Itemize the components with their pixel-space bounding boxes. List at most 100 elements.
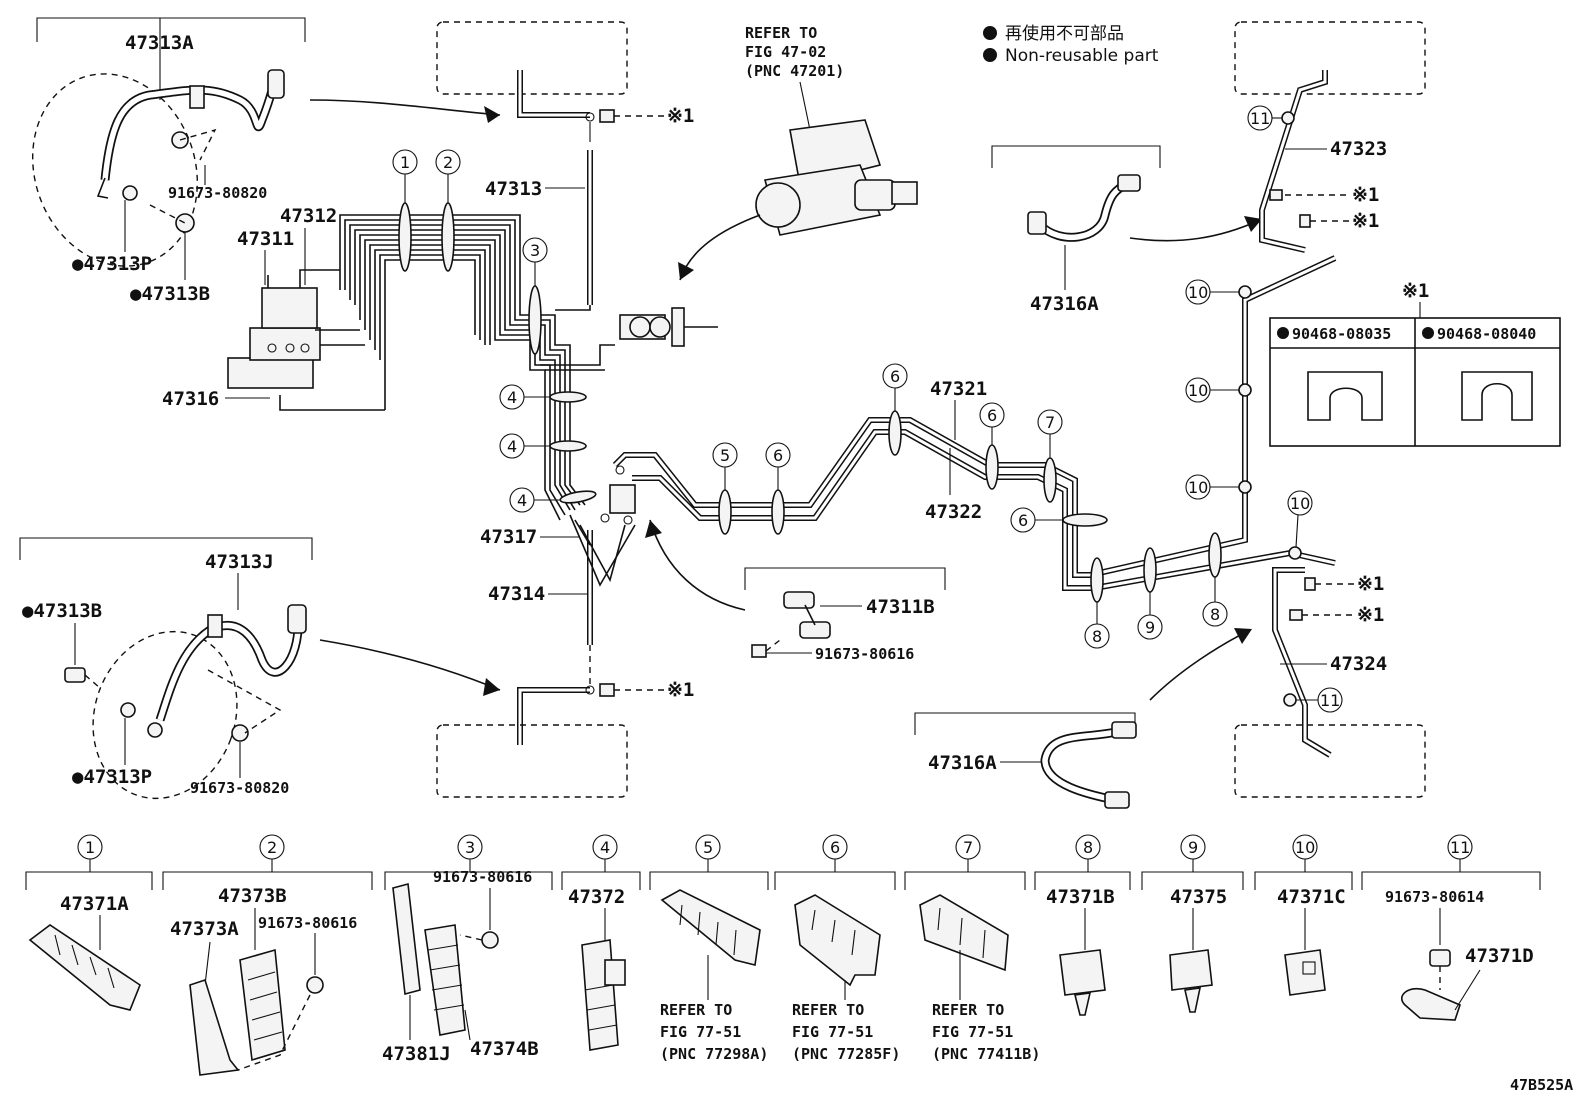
callout-8b-text: 8 — [1210, 605, 1220, 624]
clamp-47371A — [28, 924, 141, 1011]
bottom-header-7: 7 — [904, 834, 1026, 890]
label-47312: 47312 — [280, 205, 337, 227]
label-star1-d: ※1 — [1357, 573, 1384, 595]
pipe-47323: 11 47323 ※1 ※1 — [1247, 70, 1387, 253]
label-47313P-b: ●47313P — [72, 766, 152, 788]
bolt-91673-80616 — [751, 644, 767, 658]
box-front-top: ※1 — [436, 21, 694, 142]
callout-6b-text: 6 — [890, 367, 900, 386]
hose-fitting — [267, 69, 285, 99]
bp-7-num: 7 — [963, 838, 973, 857]
abs-actuator — [227, 287, 321, 389]
hose-47316A-b-end2 — [1104, 791, 1130, 809]
clamp-7 — [1043, 457, 1057, 503]
callout-6d-text: 6 — [1018, 511, 1028, 530]
box-rear-bottom — [1234, 724, 1426, 798]
clamp-8b — [1208, 532, 1222, 578]
clamp-6b — [888, 410, 902, 456]
valve-flange — [671, 307, 685, 347]
callout-5-text: 5 — [720, 446, 730, 465]
hose-eye-b — [147, 722, 163, 738]
refer-master-line1: REFER TO — [745, 24, 817, 42]
box-rear-top — [1234, 21, 1426, 95]
label-47313B-a: ●47313B — [130, 283, 210, 305]
label-47316A-b: 47316A — [928, 752, 997, 774]
label-47314: 47314 — [488, 583, 545, 605]
bp-5-num: 5 — [703, 838, 713, 857]
callout-4b-text: 4 — [507, 437, 517, 456]
bp-9-num: 9 — [1188, 838, 1198, 857]
bp-9-label: 47375 — [1170, 886, 1227, 908]
legend-star: ※1 — [1402, 280, 1429, 302]
callout-6a-text: 6 — [773, 446, 783, 465]
group-47313A: 47313A 91673-80820 ●47313P ●47313B — [31, 17, 306, 305]
clamp-77298A — [660, 889, 761, 966]
callout-9-text: 9 — [1145, 618, 1155, 637]
arrow-top-left — [309, 99, 501, 116]
hose-bracket-b — [207, 614, 223, 638]
bp-8-label: 47371B — [1046, 886, 1115, 908]
clamp-10d — [1288, 546, 1302, 560]
bolt-head-b — [231, 724, 249, 742]
clamp-6d — [1062, 513, 1108, 527]
pipe-47324: ※1 ※1 47324 11 — [1272, 567, 1387, 758]
bp-3-label-a: 91673-80616 — [433, 868, 532, 886]
callout-4c-text: 4 — [517, 491, 527, 510]
clip-pn-2: 90468-08040 — [1437, 325, 1536, 343]
label-47316: 47316 — [162, 388, 219, 410]
group-47313J: 47313J ●47313B ●47313P 91673-80820 — [19, 537, 313, 800]
label-47316A-a: 47316A — [1030, 293, 1099, 315]
clamp-4a — [549, 391, 587, 403]
clamp-3 — [528, 285, 542, 355]
bp-7-ref-1: REFER TO — [932, 1001, 1004, 1019]
label-star1-e: ※1 — [1357, 604, 1384, 626]
callout-4a-text: 4 — [507, 388, 517, 407]
label-47322: 47322 — [925, 501, 982, 523]
arrow-47316A-a — [1129, 219, 1261, 242]
arrow-mid-left — [319, 639, 501, 691]
clamp-47371D — [1401, 987, 1461, 1021]
bracket-47373A — [189, 978, 240, 1076]
label-47311: 47311 — [237, 228, 294, 250]
bottom-header-3: 3 — [384, 834, 553, 890]
label-47313: 47313 — [485, 178, 542, 200]
callout-8a-text: 8 — [1092, 627, 1102, 646]
proportioning-valve — [619, 307, 718, 347]
bolt-91673-80614 — [1429, 949, 1451, 967]
bp-4-label: 47372 — [568, 886, 625, 908]
clip-47375 — [1169, 949, 1213, 991]
box-front-bottom: ※1 — [436, 645, 694, 798]
clamp-47372 — [581, 939, 619, 1051]
bp-11-label-b: 47371D — [1465, 945, 1534, 967]
callout-6c-text: 6 — [987, 406, 997, 425]
hose-47316A-a-end1 — [1027, 211, 1047, 235]
label-47324: 47324 — [1330, 653, 1387, 675]
callouts-rear: 5 6 6 6 7 6 8 9 8 10 10 10 10 — [712, 279, 1313, 649]
clamps-rear — [718, 285, 1302, 603]
bp-2-label-b: 47373A — [170, 918, 239, 940]
bp-1-num: 1 — [85, 838, 95, 857]
label-star1-f: ※1 — [667, 679, 694, 701]
legend-line-2: Non-reusable part — [1005, 46, 1159, 66]
clip-icon-f — [599, 683, 615, 697]
bp-7-ref-3: (PNC 77411B) — [932, 1045, 1040, 1063]
bp-3-label-b: 47381J — [382, 1043, 451, 1065]
callout-7-text: 7 — [1045, 413, 1055, 432]
label-47317: 47317 — [480, 526, 537, 548]
bottom-header-5: 5 — [649, 834, 769, 890]
bp-3-num: 3 — [465, 838, 475, 857]
bolt-91673-80616-b — [306, 976, 324, 994]
hose-fitting-b — [287, 604, 307, 634]
label-star1-a: ※1 — [667, 105, 694, 127]
clip-icon-b — [1269, 189, 1283, 201]
bp-5-ref-1: REFER TO — [660, 1001, 732, 1019]
bp-11-num: 11 — [1450, 838, 1470, 857]
bp-10-label: 47371C — [1277, 886, 1346, 908]
junction-block — [600, 465, 636, 525]
actuator-top — [261, 287, 318, 329]
arrow-47316A-b — [1149, 629, 1251, 701]
label-star1-b: ※1 — [1352, 184, 1379, 206]
clamp-47372-tab — [604, 959, 626, 986]
clip-shape-2 — [1461, 371, 1533, 421]
